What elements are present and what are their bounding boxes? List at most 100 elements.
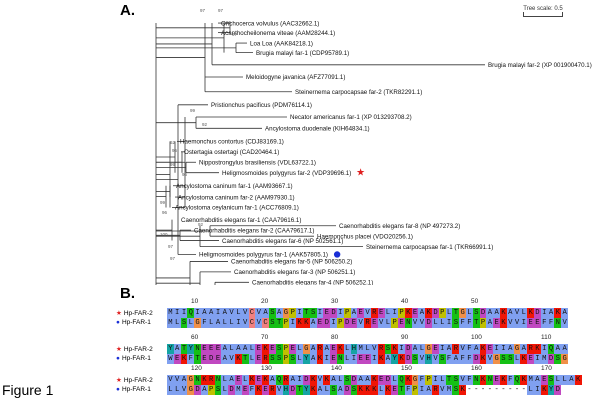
- bootstrap-value: 97: [170, 256, 176, 261]
- residue: E: [255, 354, 263, 364]
- residue: G: [425, 344, 433, 354]
- residue: V: [275, 385, 283, 395]
- sequence-name: ●Hp-FAR-1: [116, 386, 151, 393]
- residue: P: [282, 344, 290, 354]
- residue: P: [479, 318, 487, 328]
- tree-taxon-label: Loa Loa (AAK84218.1): [250, 40, 313, 47]
- residue: L: [248, 344, 256, 354]
- residue: I: [500, 344, 507, 354]
- residue: I: [330, 318, 337, 328]
- residue: G: [459, 308, 467, 318]
- residue: A: [228, 375, 235, 385]
- residue: I: [180, 308, 188, 318]
- tree-scale: Tree scale: 0.5: [523, 6, 563, 17]
- tree-taxon-label: Ancylostoma ceylanicum far-1 (ACC76809.1…: [175, 205, 299, 212]
- residue: S: [343, 375, 351, 385]
- residue: K: [520, 375, 528, 385]
- residue: K: [527, 308, 535, 318]
- residue: G: [187, 385, 195, 395]
- residue: T: [398, 385, 405, 395]
- residue: E: [214, 344, 222, 354]
- residue: F: [418, 375, 426, 385]
- residue: E: [289, 344, 297, 354]
- residue: D: [404, 354, 412, 364]
- sequence-name: ★Hp-FAR-2: [116, 376, 153, 384]
- residue: F: [466, 344, 473, 354]
- residue: -: [493, 385, 501, 395]
- tree-taxon-label: Ancylostoma caninum far-2 (AAM97930.1): [178, 194, 295, 201]
- residue: E: [493, 318, 501, 328]
- residue: L: [336, 375, 344, 385]
- residue: N: [486, 375, 494, 385]
- tree-taxon-label: Brugia malayi far-1 (CDP95789.1): [256, 50, 349, 57]
- residue: K: [377, 354, 385, 364]
- residue: S: [275, 344, 283, 354]
- residue: A: [309, 354, 317, 364]
- alignment-ruler-tick: 30: [331, 298, 339, 305]
- residue: A: [357, 375, 365, 385]
- residue: I: [534, 385, 541, 395]
- residue: S: [554, 354, 562, 364]
- residue: L: [438, 375, 446, 385]
- residue: N: [404, 318, 412, 328]
- residue: L: [167, 385, 174, 395]
- residue: V: [255, 318, 263, 328]
- residue: V: [432, 354, 439, 364]
- residue: F: [200, 318, 208, 328]
- residue: A: [493, 308, 501, 318]
- residue: G: [561, 354, 569, 364]
- residue: K: [425, 308, 433, 318]
- residue: -: [472, 385, 480, 395]
- figure-caption: Figure 1: [2, 382, 54, 398]
- alignment-ruler-tick: 40: [401, 298, 409, 305]
- tree-taxon-label: Nippostrongylus brasiliensis (VDL63722.1…: [199, 159, 316, 166]
- sequence-name: ★Hp-FAR-2: [116, 309, 153, 317]
- alignment-ruler-tick: 160: [471, 365, 482, 372]
- circle-marker-icon: ●: [116, 319, 120, 326]
- residue: K: [479, 375, 487, 385]
- alignment-ruler-tick: 70: [261, 334, 269, 341]
- residue: E: [268, 344, 276, 354]
- residue: R: [268, 385, 276, 395]
- residue: L: [438, 318, 446, 328]
- sequence-name-label: Hp-FAR-1: [121, 319, 151, 326]
- sequence-name-label: Hp-FAR-1: [121, 386, 151, 393]
- residue: R: [377, 344, 385, 354]
- residue: A: [323, 344, 331, 354]
- residue: A: [200, 385, 208, 395]
- residue: K: [316, 354, 324, 364]
- sequence-name-label: Hp-FAR-2: [123, 377, 153, 384]
- alignment-ruler-tick: 150: [401, 365, 412, 372]
- alignment-ruler-tick: 50: [471, 298, 479, 305]
- residue: T: [302, 308, 310, 318]
- bootstrap-value: 92: [202, 122, 208, 127]
- residue: V: [228, 308, 235, 318]
- residue: I: [438, 344, 446, 354]
- residue: L: [343, 354, 351, 364]
- residue: N: [194, 375, 201, 385]
- residue: K: [309, 385, 317, 395]
- residue: K: [180, 354, 188, 364]
- residue: I: [234, 318, 242, 328]
- residue: S: [275, 354, 283, 364]
- residue: L: [173, 318, 181, 328]
- residue: K: [309, 375, 317, 385]
- alignment-ruler-tick: 120: [191, 365, 202, 372]
- alignment-ruler-tick: 130: [261, 365, 272, 372]
- residue: E: [398, 318, 405, 328]
- residue: M: [234, 385, 242, 395]
- residue: L: [248, 354, 256, 364]
- residue: I: [323, 354, 331, 364]
- residue: T: [180, 344, 188, 354]
- residue: D: [350, 375, 358, 385]
- residue: M: [540, 354, 548, 364]
- residue: Q: [547, 344, 555, 354]
- residue: E: [214, 354, 222, 364]
- residue: V: [506, 318, 514, 328]
- residue: E: [377, 375, 385, 385]
- residue: K: [255, 385, 263, 395]
- residue: T: [194, 354, 201, 364]
- bootstrap-value: 99: [170, 162, 176, 167]
